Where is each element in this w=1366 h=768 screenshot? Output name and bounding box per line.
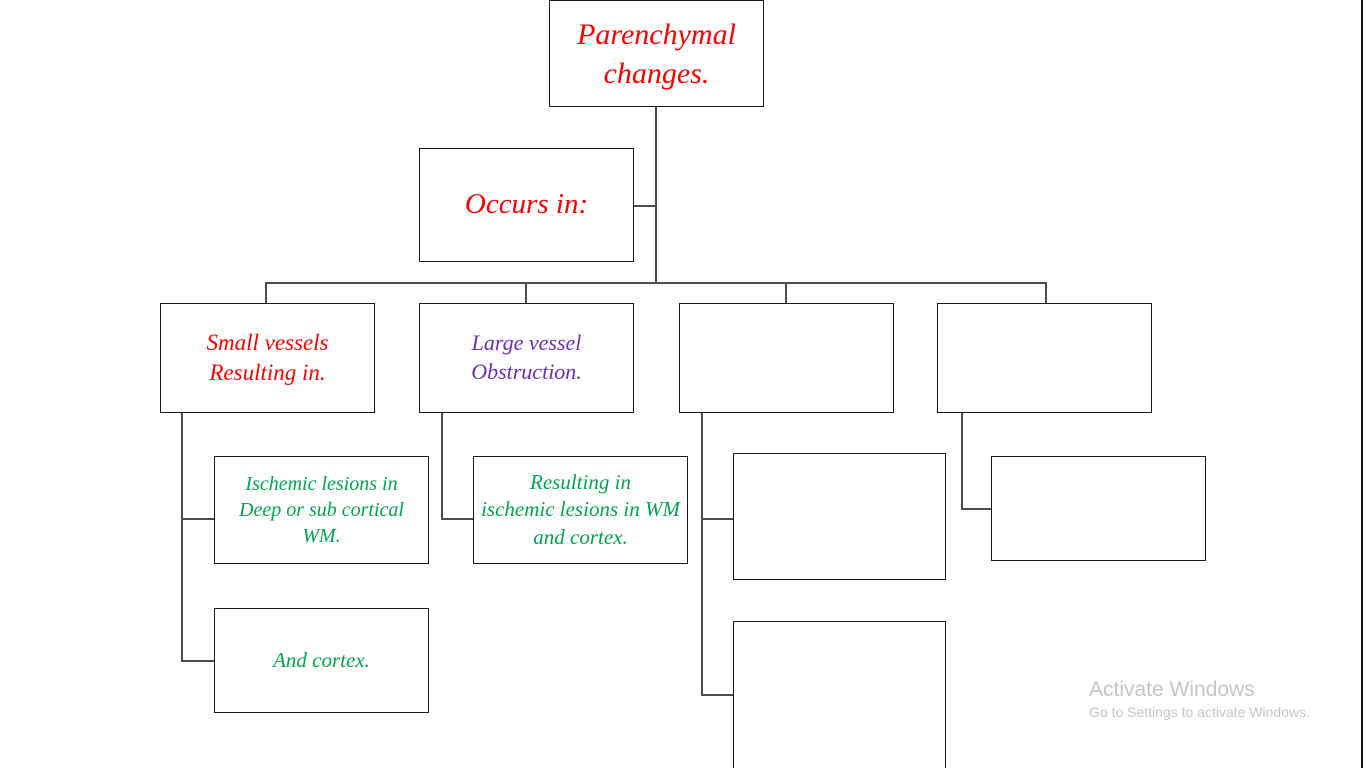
node-child-3b-empty[interactable] bbox=[733, 621, 946, 768]
node-parenchymal-changes-line1: Parenchymal bbox=[577, 17, 736, 51]
connector-spine-large-vessel bbox=[441, 412, 443, 520]
node-large-vessel-line1: Large vessel bbox=[471, 330, 582, 356]
connector-stub-ischemic-wm-cortex bbox=[441, 518, 475, 520]
connector-occurs-in-stub bbox=[634, 205, 657, 207]
node-large-vessel-line2: Obstruction. bbox=[471, 359, 582, 384]
connector-stub-child-3b bbox=[701, 694, 735, 696]
node-ischemic-lesions-wm-cortex[interactable]: Resulting in ischemic lesions in WM and … bbox=[473, 456, 688, 564]
node-child-4a-empty[interactable] bbox=[991, 456, 1206, 561]
connector-spine-branch-4 bbox=[961, 412, 963, 510]
node-small-vessels-line2: Resulting in. bbox=[209, 360, 326, 385]
connector-drop-branch-2 bbox=[525, 282, 527, 304]
connector-root-stem bbox=[655, 107, 657, 284]
connector-drop-branch-4 bbox=[1045, 282, 1047, 304]
node-ischemic-lesions-deep-wm[interactable]: Ischemic lesions in Deep or sub cortical… bbox=[214, 456, 429, 564]
node-ischemic-deep-wm-line2: Deep or sub cortical WM. bbox=[239, 499, 404, 547]
node-ischemic-wm-cortex-line1: Resulting in bbox=[530, 470, 631, 495]
node-parenchymal-changes-line2: changes. bbox=[603, 56, 710, 90]
connector-spine-branch-3 bbox=[701, 412, 703, 695]
connector-drop-branch-1 bbox=[265, 282, 267, 304]
connector-stub-and-cortex bbox=[181, 660, 215, 662]
node-ischemic-deep-wm-line1: Ischemic lesions in bbox=[245, 473, 398, 495]
watermark-subtitle: Go to Settings to activate Windows. bbox=[1089, 704, 1310, 720]
watermark-title: Activate Windows bbox=[1089, 678, 1255, 701]
node-branch-3-empty[interactable] bbox=[679, 303, 894, 413]
node-and-cortex[interactable]: And cortex. bbox=[214, 608, 429, 713]
node-small-vessels-line1: Small vessels bbox=[206, 330, 329, 356]
connector-spine-small-vessels bbox=[181, 412, 183, 662]
node-small-vessels[interactable]: Small vessels Resulting in. bbox=[160, 303, 375, 413]
connector-stub-child-3a bbox=[701, 518, 735, 520]
connector-stub-child-4a bbox=[961, 508, 993, 510]
page-edge-rule bbox=[1361, 0, 1363, 768]
connector-stub-ischemic-deep-wm bbox=[181, 518, 215, 520]
node-branch-4-empty[interactable] bbox=[937, 303, 1152, 413]
node-occurs-in-label: Occurs in: bbox=[464, 188, 589, 221]
node-child-3a-empty[interactable] bbox=[733, 453, 946, 580]
connector-main-bus bbox=[265, 282, 1046, 284]
windows-activation-watermark: Activate Windows Go to Settings to activ… bbox=[1089, 677, 1310, 722]
connector-drop-branch-3 bbox=[785, 282, 787, 304]
node-large-vessel-obstruction[interactable]: Large vessel Obstruction. bbox=[419, 303, 634, 413]
node-and-cortex-label: And cortex. bbox=[273, 647, 370, 672]
node-parenchymal-changes[interactable]: Parenchymal changes. bbox=[549, 0, 764, 107]
node-ischemic-wm-cortex-line2: ischemic lesions in WM and cortex. bbox=[481, 497, 680, 549]
node-occurs-in[interactable]: Occurs in: bbox=[419, 148, 634, 262]
